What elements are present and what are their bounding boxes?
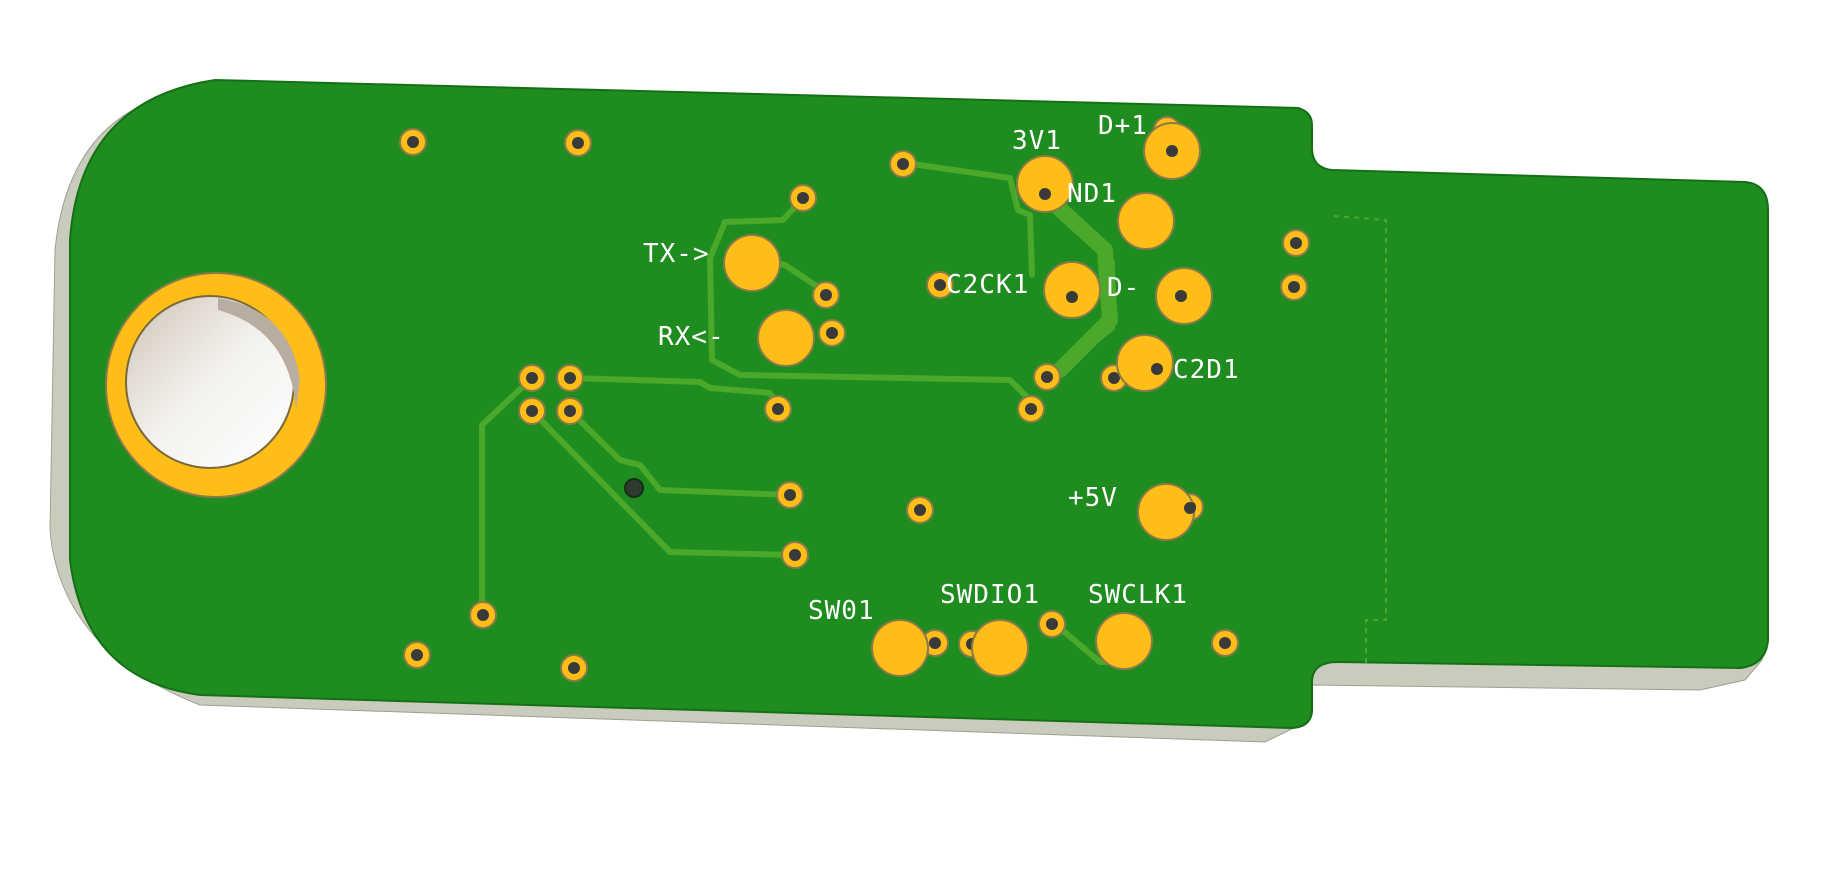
- label-gnd: ND1: [1067, 179, 1117, 209]
- via: [764, 395, 792, 423]
- via: [556, 397, 584, 425]
- test-pad: [1043, 261, 1101, 319]
- test-pad: [1116, 334, 1174, 392]
- pad-drill: [1039, 188, 1051, 200]
- label-rx: RX<-: [658, 322, 725, 352]
- mounting-hole: [105, 272, 327, 498]
- pad-drill: [1151, 363, 1163, 375]
- via: [926, 271, 954, 299]
- via: [1280, 273, 1308, 301]
- npth-hole: [624, 478, 644, 498]
- board-top: [69, 78, 1769, 730]
- via: [560, 654, 588, 682]
- label-dplus: D+1: [1098, 111, 1148, 141]
- trace: [529, 408, 798, 558]
- test-pad: [723, 234, 781, 292]
- pad-drill: [1166, 145, 1178, 157]
- test-pad: [1016, 155, 1074, 213]
- via: [556, 364, 584, 392]
- trace: [567, 408, 793, 498]
- power-trace: [1042, 192, 1118, 378]
- via: [906, 496, 934, 524]
- label-5v: +5V: [1068, 483, 1118, 513]
- test-pad: [1095, 612, 1153, 670]
- via: [1282, 229, 1310, 257]
- via: [1033, 363, 1061, 391]
- via: [818, 319, 846, 347]
- label-sw: SW01: [808, 596, 875, 626]
- via: [518, 397, 546, 425]
- trace: [902, 160, 1035, 278]
- trace: [707, 195, 1033, 403]
- test-pad: [1117, 192, 1175, 250]
- label-3v: 3V1: [1012, 126, 1062, 156]
- via: [403, 641, 431, 669]
- via: [1017, 395, 1045, 423]
- via: [776, 481, 804, 509]
- label-c2ck: C2CK1: [946, 270, 1029, 300]
- pad-drill: [1184, 502, 1196, 514]
- trace: [479, 375, 535, 613]
- via: [518, 364, 546, 392]
- via: [1211, 629, 1239, 657]
- test-pad: [971, 619, 1029, 677]
- pad-drill: [1066, 291, 1078, 303]
- via: [1038, 610, 1066, 638]
- via: [781, 541, 809, 569]
- via: [812, 281, 840, 309]
- label-c2d: C2D1: [1173, 355, 1240, 385]
- via: [789, 184, 817, 212]
- pad-drill: [1175, 290, 1187, 302]
- via: [564, 129, 592, 157]
- pads: [723, 122, 1213, 677]
- test-pad: [757, 309, 815, 367]
- via: [469, 601, 497, 629]
- label-swclk: SWCLK1: [1088, 580, 1188, 610]
- silkscreen: TX-> RX<- 3V1 D+1 ND1 C2CK1 D- C2D1 +5V …: [643, 111, 1240, 626]
- label-tx: TX->: [643, 239, 710, 269]
- label-swdio: SWDIO1: [940, 580, 1040, 610]
- via: [889, 150, 917, 178]
- label-dminus: D-: [1107, 273, 1140, 303]
- test-pad: [871, 619, 929, 677]
- via: [399, 128, 427, 156]
